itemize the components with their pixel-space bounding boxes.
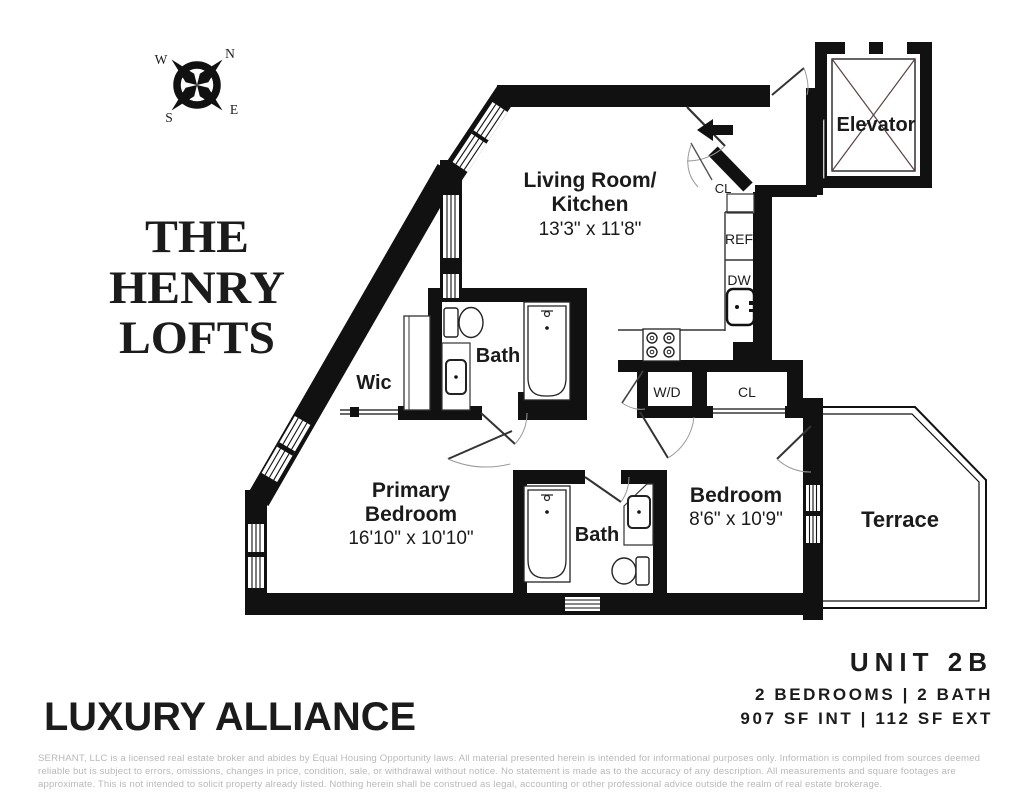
terrace-door [776,425,812,473]
wic-wardrobe [403,315,431,411]
elevator-label: Elevator [837,114,916,136]
compass-w-label: W [155,52,168,67]
primary-bedroom-label-2: Bedroom [365,503,457,526]
brand-line-henry: HENRY [109,262,285,314]
window-mid-diagonal [261,415,311,483]
bath-lower-label: Bath [575,524,619,546]
bedroom-label: Bedroom [690,484,782,507]
stove-icon [642,328,681,362]
closet-sliding-door [713,408,785,414]
compass-n-label: N [225,46,235,61]
window-left-lower [248,524,264,588]
wic-sliding-door [340,409,400,415]
windows [248,102,820,611]
terrace-outline [823,406,987,609]
refrigerator-label: REF [725,231,753,247]
unit-number: UNIT 2B [850,647,993,677]
building-brand: THE HENRY LOFTS [109,211,285,364]
closet-label: CL [738,384,756,400]
primary-bedroom-door [447,430,513,468]
brand-line-the: THE [145,211,249,263]
entry-closet-label: CL [715,181,732,196]
bath-upper-tub-icon [523,301,571,401]
terrace-label: Terrace [861,507,939,532]
brand-line-lofts: LOFTS [119,312,275,364]
dishwasher-label: DW [727,272,751,288]
bath-lower-tub-icon [523,485,571,583]
elevator-hall-door [771,67,809,96]
bedroom-door [639,411,695,459]
laundry-label: W/D [653,384,680,400]
doors [340,67,812,503]
compass-rose: N E S W [155,46,239,125]
legal-disclaimer: SERHANT, LLC is a licensed real estate b… [38,753,981,791]
compass-s-label: S [165,110,173,125]
bath-lower-toilet-icon [611,556,650,586]
room-labels: Living Room/ Kitchen 13'3" x 11'8" Eleva… [348,114,939,549]
entry-closet-door [687,142,713,188]
bath-upper-vanity [441,342,471,411]
elevator-door-gap [845,42,869,54]
square-footage-summary: 907 SF INT | 112 SF EXT [740,709,993,728]
window-upper-diagonal [452,102,508,172]
compass-e-label: E [230,102,238,117]
bedroom-dims: 8'6" x 10'9" [689,509,783,530]
bath-upper-toilet-icon [443,306,484,339]
entry-arrow-icon [697,119,733,141]
laundry-door [621,370,646,410]
footer: LUXURY ALLIANCE UNIT 2B 2 BEDROOMS | 2 B… [44,647,993,739]
entry-closet-shelf [726,193,755,214]
beds-baths-summary: 2 BEDROOMS | 2 BATH [755,685,993,704]
wic-label: Wic [356,372,391,394]
window-bedroom-terrace [806,485,820,543]
kitchen-sink-icon [725,287,756,327]
bath-lower-door [584,476,630,503]
bath-upper-door [480,412,528,445]
living-room-label: Living Room/ [524,169,657,192]
brokerage-logo: LUXURY ALLIANCE [44,695,416,739]
bath-lower-vanity [623,483,654,546]
primary-bedroom-dims: 16'10" x 10'10" [348,528,473,549]
elevator-door-gap [883,42,907,54]
fixtures [403,119,756,586]
window-left-upper [443,195,459,298]
living-room-dims: 13'3" x 11'8" [539,219,642,240]
primary-bedroom-label-1: Primary [372,479,451,502]
kitchen-label: Kitchen [551,193,628,216]
window-bottom-wall [565,597,600,611]
bath-upper-label: Bath [476,345,520,367]
